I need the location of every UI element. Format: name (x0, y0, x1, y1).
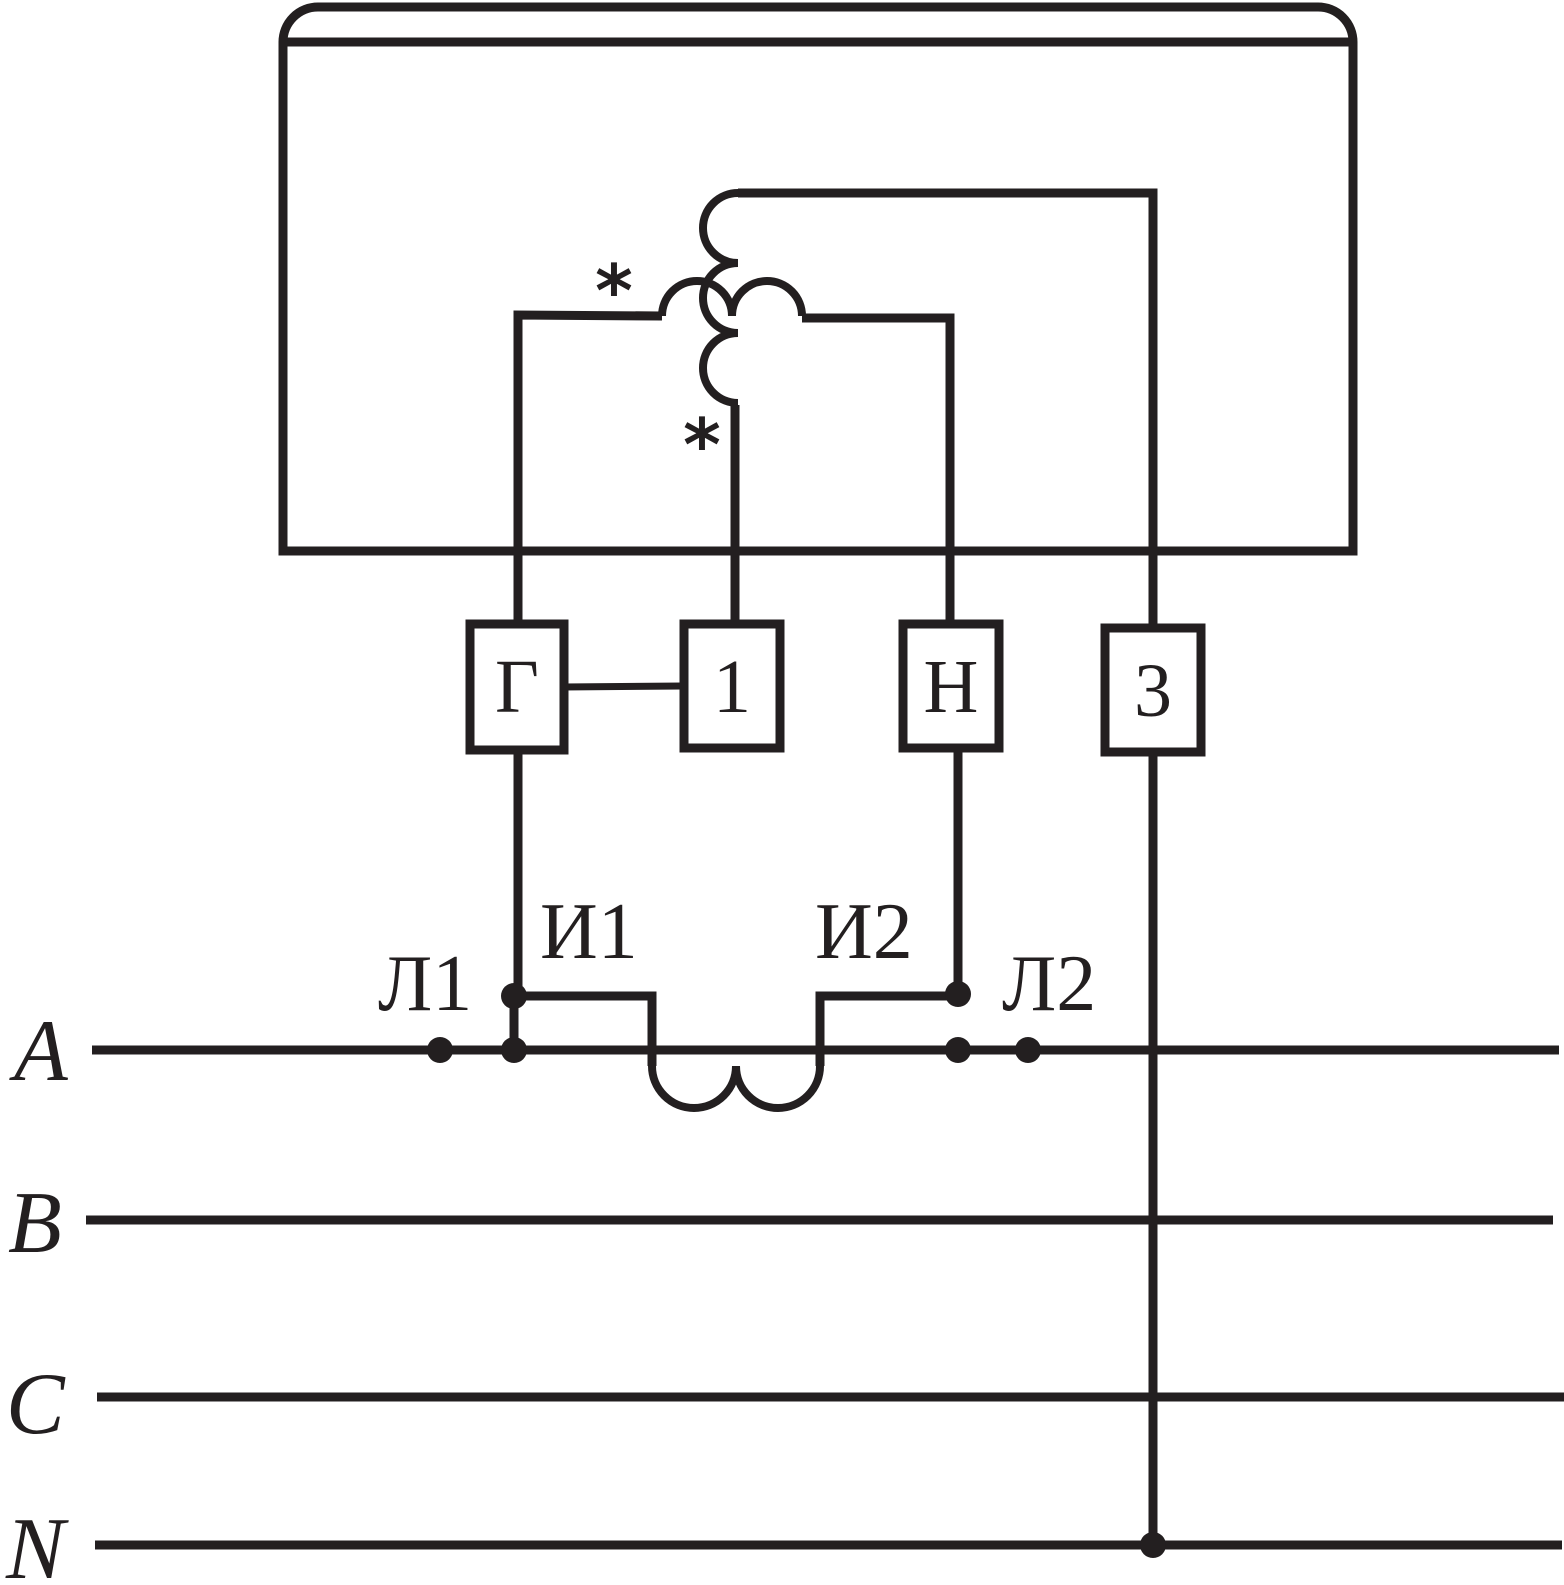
ct-i2-label: И2 (815, 888, 913, 976)
voltage-coil-polarity-mark: * (683, 403, 721, 487)
meter-internal-circuit: * * (513, 188, 1158, 625)
node-l2 (1015, 1037, 1041, 1063)
ct-l2-label: Л2 (1002, 940, 1096, 1028)
supply-bus: A B C N (5, 1003, 1564, 1585)
connection-nodes (427, 981, 1166, 1558)
terminal-g-label: Г (495, 645, 539, 729)
node-ct-primary-out (945, 1037, 971, 1063)
ct-secondary-right (815, 991, 958, 1066)
voltage-coil-lead-top (738, 188, 1158, 625)
neutral-label: N (5, 1501, 69, 1585)
terminal-n-label: Н (924, 645, 979, 729)
current-coil-lead-in (513, 310, 663, 622)
ct-secondary-left (518, 991, 657, 1066)
node-l1 (427, 1037, 453, 1063)
terminal-n: Н (898, 619, 1004, 753)
ct-winding (648, 1065, 824, 1112)
node-neutral (1140, 1532, 1166, 1558)
ct-i1-label: И1 (540, 888, 638, 976)
voltage-coil (699, 189, 739, 407)
terminal-g: Г (465, 619, 569, 755)
node-i2 (945, 981, 971, 1007)
current-coil-lead-out (802, 313, 955, 622)
current-coil-polarity-mark: * (595, 249, 633, 333)
node-ct-primary-in (501, 1037, 527, 1063)
terminal-3: 3 (1100, 623, 1206, 757)
terminal-jumper (562, 682, 684, 691)
ct-l1-label: Л1 (378, 940, 472, 1028)
phase-a-label: A (9, 1003, 69, 1100)
terminal-1: 1 (679, 619, 785, 753)
phase-b-label: B (8, 1175, 62, 1272)
current-transformer: И1 И2 Л1 Л2 (378, 888, 1096, 1112)
terminal-3-label: 3 (1134, 649, 1172, 733)
terminal-1-label: 1 (713, 645, 751, 729)
node-i1 (501, 983, 527, 1009)
current-coil (658, 277, 806, 317)
phase-c-label: C (6, 1356, 66, 1453)
meter-enclosure (278, 2, 1358, 556)
